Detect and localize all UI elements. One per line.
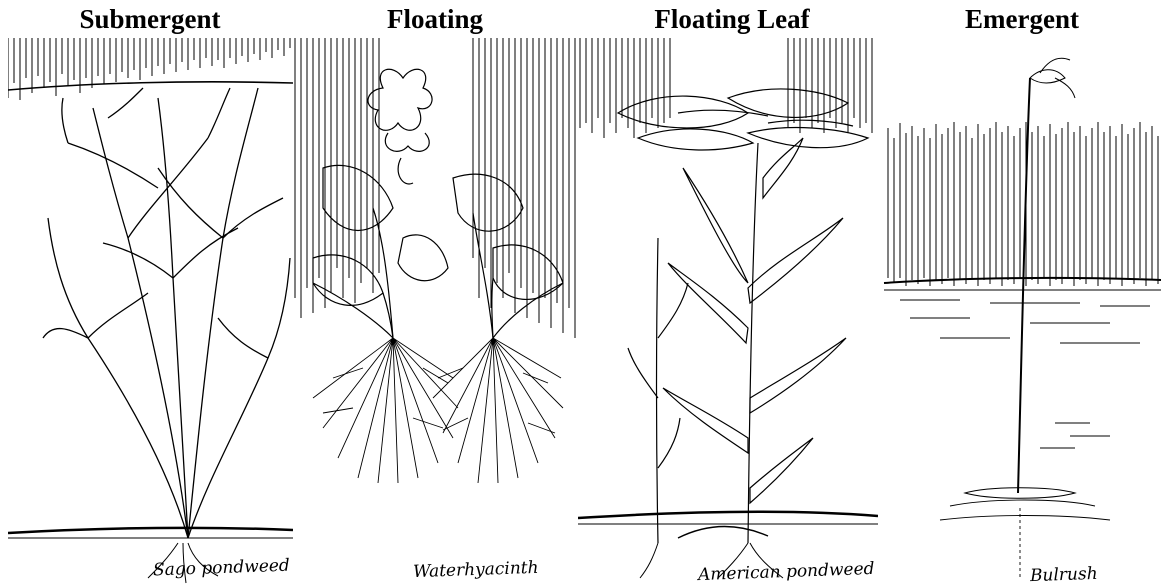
floating-leaf-illustration: American pondweed <box>578 38 878 588</box>
panel-title-floating-leaf: Floating Leaf <box>654 4 809 35</box>
panel-title-emergent: Emergent <box>965 4 1079 35</box>
floating-illustration: Waterhyacinth <box>293 38 578 588</box>
caption-bulrush: Bulrush <box>1030 564 1098 586</box>
panel-title-floating: Floating <box>387 4 483 35</box>
emergent-illustration: Bulrush <box>880 38 1161 588</box>
panel-title-submergent: Submergent <box>80 4 221 35</box>
water-hatching <box>8 38 290 100</box>
submergent-illustration: Sago pondweed <box>8 38 293 588</box>
